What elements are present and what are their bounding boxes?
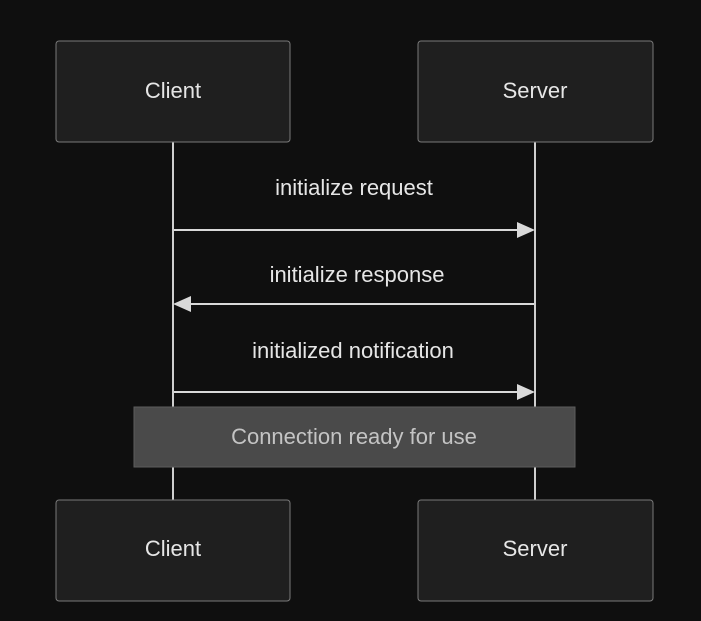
client-actor-top: Client	[55, 40, 291, 143]
server-actor-top-label: Server	[503, 78, 568, 103]
message-label-initialize-request: initialize request	[275, 175, 433, 200]
arrowhead-right-icon	[517, 384, 535, 400]
server-actor-bottom: Server	[417, 499, 654, 602]
message-initialize-response: initialize response	[173, 262, 534, 312]
server-actor-bottom-label: Server	[503, 536, 568, 561]
note-label: Connection ready for use	[231, 424, 477, 449]
message-label-initialize-response: initialize response	[270, 262, 445, 287]
message-initialize-request: initialize request	[174, 175, 535, 238]
arrowhead-left-icon	[173, 296, 191, 312]
client-actor-top-label: Client	[145, 78, 201, 103]
note-connection-ready: Connection ready for use	[133, 406, 576, 468]
message-initialized-notification: initialized notification	[174, 338, 535, 400]
client-actor-bottom: Client	[55, 499, 291, 602]
arrowhead-right-icon	[517, 222, 535, 238]
server-actor-top: Server	[417, 40, 654, 143]
client-actor-bottom-label: Client	[145, 536, 201, 561]
message-label-initialized-notification: initialized notification	[252, 338, 454, 363]
